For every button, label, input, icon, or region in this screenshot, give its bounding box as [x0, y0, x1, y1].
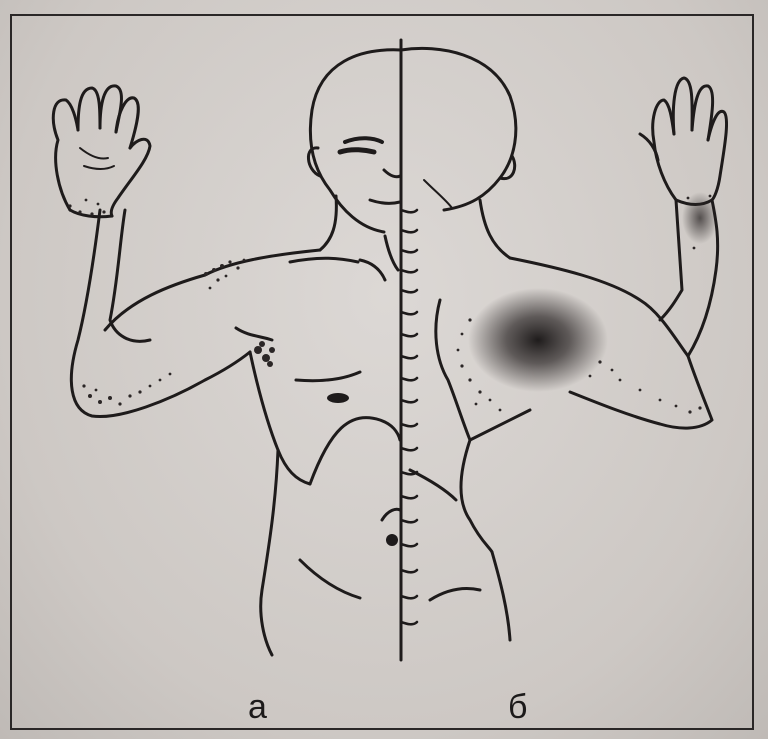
front-figure [53, 50, 401, 655]
spine-vertebrae [401, 210, 417, 624]
panel-label-b: б [508, 688, 527, 727]
panel-label-a: а [248, 688, 267, 727]
back-figure [401, 48, 727, 640]
front-pain-shading [68, 199, 275, 406]
wrist-pain-zone [682, 192, 718, 244]
back-pain-zone [468, 288, 608, 392]
